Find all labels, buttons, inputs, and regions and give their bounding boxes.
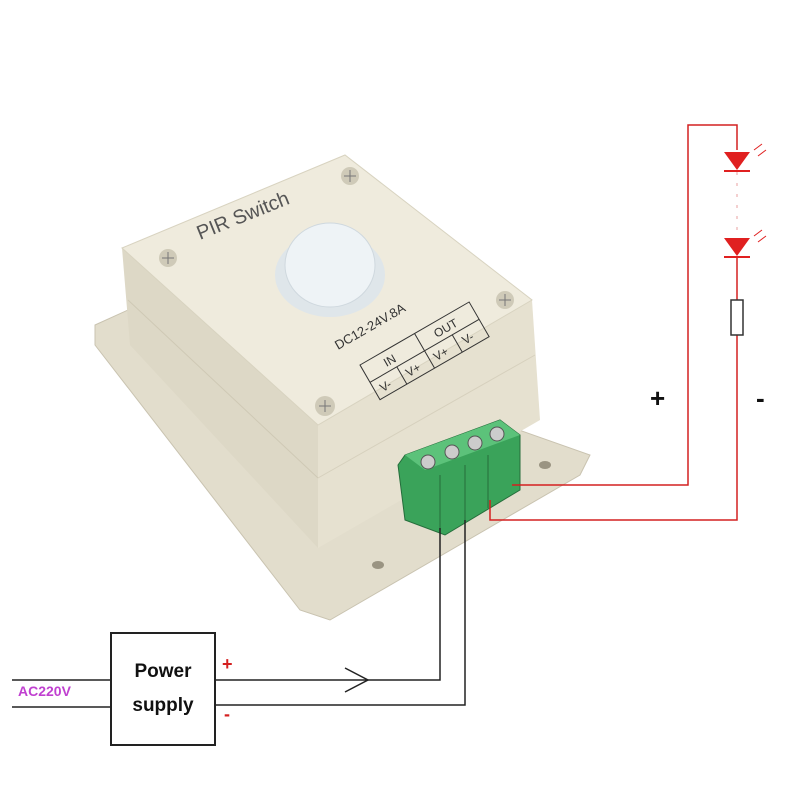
screw xyxy=(315,396,335,416)
ac-input-label: AC220V xyxy=(18,683,71,699)
supply-minus-label: - xyxy=(224,704,230,724)
table-terminal: V+ xyxy=(403,360,423,380)
power-wire-positive xyxy=(216,528,441,681)
arrow-icon xyxy=(344,667,370,693)
load-wire-negative xyxy=(489,335,738,521)
table-terminal: V+ xyxy=(431,344,451,364)
case-right-face xyxy=(318,300,540,548)
power-supply-label: Power xyxy=(134,661,192,682)
power-supply-label: supply xyxy=(132,695,194,716)
load-plus-label: + xyxy=(650,383,666,413)
load-minus-label: - xyxy=(756,383,765,413)
led-icon xyxy=(724,143,767,172)
power-wire-negative xyxy=(216,520,466,706)
led-icon xyxy=(724,229,767,258)
power-supply-box: Power supply xyxy=(110,632,216,746)
supply-plus-label: + xyxy=(222,654,233,674)
screw xyxy=(159,249,177,267)
screw xyxy=(496,291,514,309)
resistor-icon xyxy=(730,299,744,336)
screw xyxy=(341,167,359,185)
mounting-hole xyxy=(372,561,384,569)
mounting-hole xyxy=(539,461,551,469)
load-wire-positive xyxy=(512,124,738,486)
pir-dome xyxy=(284,222,376,308)
case-left-face xyxy=(122,248,318,548)
